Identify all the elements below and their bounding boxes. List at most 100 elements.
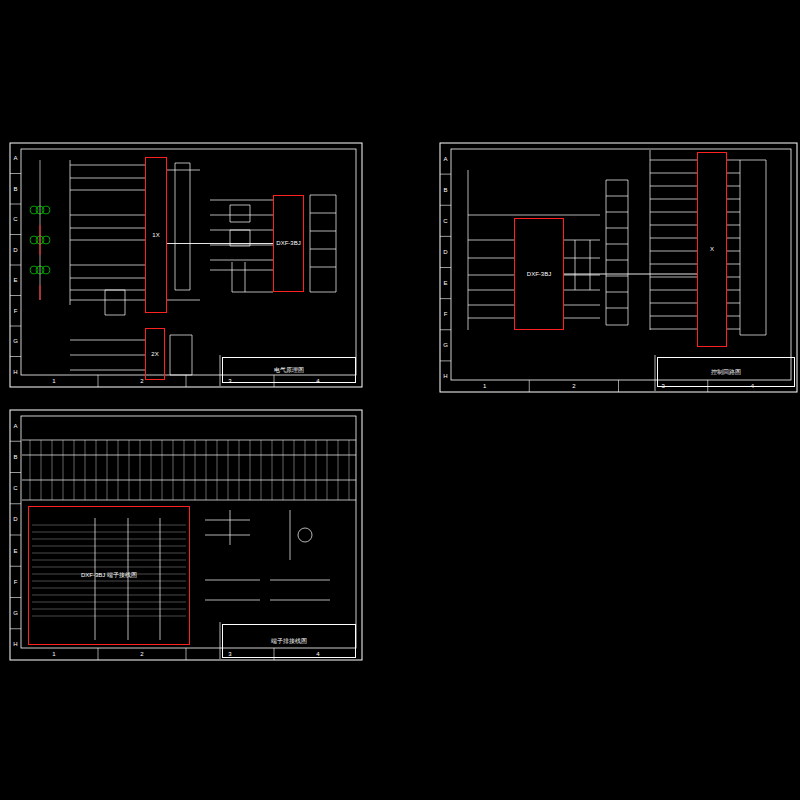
wire [96,440,97,500]
wire [175,290,190,291]
highlight-box: DXF-3BJ [514,218,564,330]
wire [70,165,145,166]
wire [310,267,336,268]
wire [70,370,145,371]
wire [650,186,697,187]
grid-reference: 4 [751,383,754,389]
grid-tick [10,472,21,473]
grid-reference: C [13,216,17,222]
grid-tick [186,375,187,387]
grid-tick [10,234,21,235]
grid-tick [440,298,451,299]
box-text: 控制回路图 [711,369,741,376]
wire [32,546,186,547]
wire [606,196,628,197]
wire [650,251,697,252]
highlight-box: DXF-3BJ 端子接线图 [28,506,190,645]
grid-reference: 2 [140,378,143,384]
wire [590,240,591,290]
wire [206,440,207,500]
sheet-frame [10,143,362,387]
grid-tick [707,380,708,392]
box-text: DXF-3BJ [527,271,551,278]
inner-frame [21,416,356,648]
wire [727,173,740,174]
inner-frame [21,149,356,375]
wire [349,440,350,500]
box-text: X [710,246,714,253]
grid-reference: 3 [228,651,231,657]
wire [740,335,766,336]
box-text: DXF-3BJ [276,240,300,247]
highlight-box: 控制回路图 [657,357,795,387]
grid-tick [10,503,21,504]
sheet-frame [10,410,362,660]
wire [650,277,697,278]
wire [727,199,740,200]
wire [107,440,108,500]
wire [210,215,273,216]
wire-connector [564,274,697,275]
grid-tick [10,326,21,327]
wire [32,581,186,582]
wire [272,440,273,500]
wire [105,290,106,315]
wire [606,180,628,181]
wire [564,318,600,319]
wire [210,230,273,231]
wire [232,262,233,292]
wire [270,580,330,581]
grid-reference: E [13,277,17,283]
wire [628,180,629,325]
wire [727,303,740,304]
grid-reference: H [13,369,17,375]
grid-tick [440,236,451,237]
wire [210,200,273,201]
wire [327,440,328,500]
wire [468,275,514,276]
wire [170,335,171,375]
wire [250,205,251,222]
highlight-box: 2X [145,328,165,380]
wire [606,180,607,325]
wire [32,525,186,526]
wire [195,440,196,500]
wire [250,440,251,500]
wire [74,440,75,500]
wire [162,440,163,500]
wire [727,160,740,161]
wire [468,290,514,291]
grid-tick [440,329,451,330]
wire [167,170,200,171]
wire [175,163,176,290]
wire [727,277,740,278]
wire [41,440,42,500]
wire [22,480,356,481]
wire [175,163,190,164]
grid-reference: D [13,516,17,522]
transformer-symbol [42,236,50,244]
wire [650,303,697,304]
wire [564,258,600,259]
grid-reference: 1 [52,651,55,657]
grid-tick [10,597,21,598]
wire [650,329,697,330]
wire [727,186,740,187]
wire [650,290,697,291]
grid-tick [529,380,530,392]
wire [105,315,125,316]
grid-reference: 1 [52,378,55,384]
wire [160,518,161,640]
grid-tick [10,356,21,357]
wire [129,440,130,500]
wire [310,249,336,250]
wire [310,292,336,293]
grid-tick [10,441,21,442]
wire [128,518,129,640]
wire [230,222,250,223]
wire [468,215,600,216]
wire [140,440,141,500]
sheet-frame [440,143,797,392]
wire [727,290,740,291]
grid-reference: 3 [661,383,664,389]
